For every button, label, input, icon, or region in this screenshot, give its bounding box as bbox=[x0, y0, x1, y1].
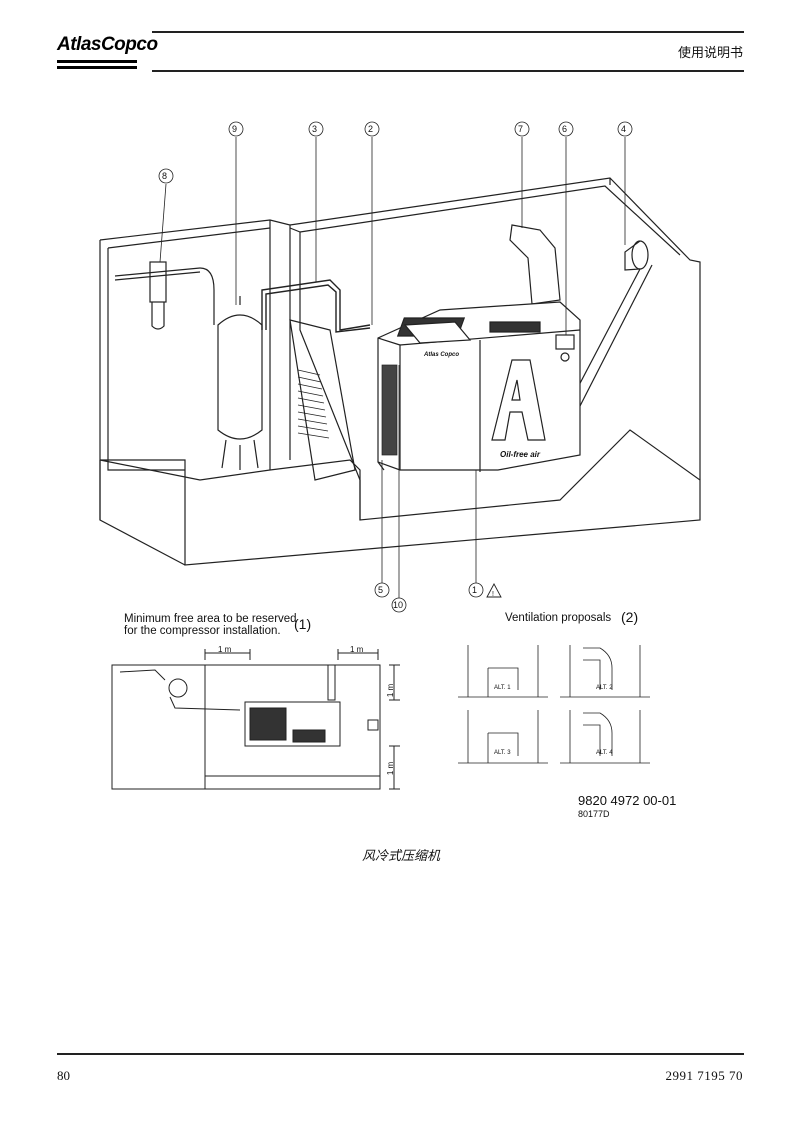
warning-mark: ! bbox=[492, 591, 494, 598]
callout-6 bbox=[558, 121, 574, 137]
callout-10-label: 10 bbox=[393, 600, 404, 610]
header-rule-bottom bbox=[152, 70, 744, 72]
callout-5-label: 5 bbox=[378, 585, 384, 595]
callout-7-label: 7 bbox=[518, 124, 524, 134]
alt-1-diagram bbox=[458, 645, 548, 698]
room-back-wall bbox=[289, 177, 701, 480]
min-area-label-line2: for the compressor installation. bbox=[124, 625, 281, 637]
callout-4-label: 4 bbox=[621, 124, 627, 134]
image-id: 80177D bbox=[578, 809, 610, 819]
alt-2-label: ALT. 2 bbox=[596, 685, 613, 691]
callout-8-label: 8 bbox=[162, 171, 168, 181]
dryer-grille bbox=[297, 369, 330, 439]
callout-5 bbox=[374, 582, 390, 598]
oil-free-label: Oil-free air bbox=[500, 450, 541, 459]
plan-view bbox=[111, 649, 400, 790]
callout-9 bbox=[228, 121, 244, 137]
callout-3-label: 3 bbox=[312, 124, 318, 134]
filter bbox=[114, 261, 215, 330]
alt-2-diagram bbox=[560, 645, 650, 698]
air-receiver bbox=[217, 296, 263, 470]
callout-3 bbox=[308, 121, 324, 137]
atlas-copco-logo: AtlasCopco bbox=[57, 34, 158, 55]
compressor-unit bbox=[377, 301, 581, 472]
callout-7 bbox=[514, 121, 530, 137]
ventilation-duct bbox=[509, 224, 561, 305]
air-piping bbox=[261, 279, 371, 333]
dryer-unit bbox=[289, 319, 356, 481]
figure-caption: 风冷式压缩机 bbox=[362, 849, 441, 864]
part-number: 9820 4972 00-01 bbox=[578, 793, 677, 808]
alt-4-label: ALT. 4 bbox=[596, 750, 613, 756]
manual-title: 使用说明书 bbox=[677, 46, 743, 61]
header-rule-top bbox=[152, 31, 744, 33]
alt-1-label: ALT. 1 bbox=[494, 685, 511, 691]
footer-rule bbox=[57, 1053, 744, 1055]
callout-10 bbox=[391, 597, 407, 613]
callout-2 bbox=[364, 121, 380, 137]
warning-icon bbox=[486, 583, 502, 598]
callout-6-label: 6 bbox=[562, 124, 568, 134]
callout-8 bbox=[158, 168, 174, 184]
room-left-wall bbox=[99, 219, 291, 460]
alt-3-diagram bbox=[458, 710, 548, 764]
dim-1m-bottom: 1 m bbox=[386, 761, 396, 776]
machine-brand-label: Atlas Copco bbox=[424, 352, 460, 358]
callout-4 bbox=[617, 121, 633, 137]
callout-1-label: 1 bbox=[472, 585, 478, 595]
min-area-ref: (1) bbox=[294, 616, 312, 632]
callout-9-label: 9 bbox=[232, 124, 238, 134]
ventilation-ref: (2) bbox=[621, 609, 639, 625]
logo-bars bbox=[57, 60, 137, 72]
document-number: 2991 7195 70 bbox=[665, 1068, 743, 1083]
dim-1m-left: 1 m bbox=[218, 645, 232, 654]
min-area-label-line1: Minimum free area to be reserved bbox=[124, 613, 297, 625]
alt-3-label: ALT. 3 bbox=[494, 750, 511, 756]
ventilation-label: Ventilation proposals bbox=[505, 612, 612, 624]
dim-1m-right: 1 m bbox=[350, 645, 364, 654]
callout-2-label: 2 bbox=[368, 124, 374, 134]
page-number: 80 bbox=[57, 1068, 70, 1083]
callout-1 bbox=[468, 582, 484, 598]
alt-4-diagram bbox=[560, 710, 650, 764]
dim-1m-top: 1 m bbox=[386, 683, 396, 698]
ventilation-diagrams bbox=[458, 645, 650, 764]
